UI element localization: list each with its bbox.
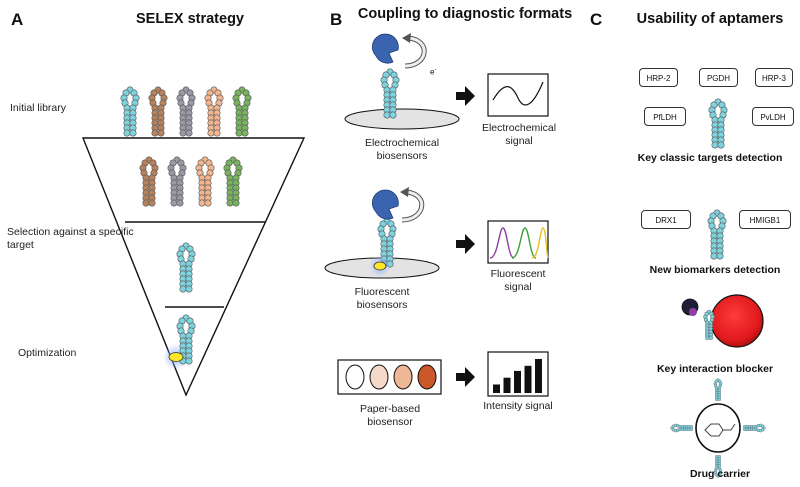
step-selection: Selection against a specific target [7, 226, 134, 251]
carrier-vesicle-icon [695, 403, 741, 453]
fluorescent-biosensors-label: Fluorescent biosensors [354, 286, 410, 311]
panel-a-letter: A [11, 10, 24, 29]
receptor-icon [371, 189, 399, 220]
panel-c-letter: C [590, 10, 603, 29]
classic-targets-caption: Key classic targets detection [637, 152, 783, 164]
new-biomarkers-caption: New biomarkers detection [649, 264, 781, 276]
intensity-bars [493, 359, 542, 393]
paper-based-biosensor-graphic [337, 359, 442, 395]
fluorescent-biosensor-graphic [324, 187, 440, 279]
intensity-bar [503, 377, 511, 393]
paper-spot [369, 364, 389, 390]
red-blood-cell-icon [710, 294, 764, 348]
drug-carrier-caption: Drug carrier [689, 468, 751, 480]
aptamer-brown-icon [148, 86, 168, 137]
aptamer-peach-icon [204, 86, 224, 137]
intensity-signal-box [487, 351, 549, 397]
initial-library-aptamers [120, 86, 252, 137]
panel-a-title: SELEX strategy [136, 11, 244, 27]
intensity-bar [535, 359, 542, 393]
selex-funnel [81, 137, 306, 397]
receptor-icon [371, 33, 399, 64]
target-hrp2: HRP-2 [639, 68, 678, 87]
drug-molecule-icon [704, 423, 736, 437]
fluorescent-signal-box [487, 220, 549, 264]
panel-b-letter: B [330, 10, 343, 29]
panel-b-title: Coupling to diagnostic formats [357, 6, 573, 22]
aptamer-teal-icon [120, 86, 140, 137]
electron-label: e- [430, 67, 437, 77]
electrochemical-signal-label: Electrochemical signal [481, 122, 557, 147]
target-hrp3: HRP-3 [755, 68, 793, 87]
fluorescent-signal-label: Fluorescent signal [490, 268, 546, 293]
aptamer-icon [708, 98, 728, 149]
aptamer-green-icon [232, 86, 252, 137]
electrochemical-biosensor-graphic [344, 33, 460, 130]
drug-carrier-graphic [670, 378, 766, 478]
aptamer-gray-icon [176, 86, 196, 137]
arrow-icon [456, 367, 475, 387]
target-pvldh: PvLDH [752, 107, 794, 126]
target-pfldh: PfLDH [644, 107, 686, 126]
electrochemical-signal-box [487, 73, 549, 117]
arrow-icon [456, 86, 475, 106]
paper-spot [393, 364, 413, 390]
target-drx1: DRX1 [641, 210, 691, 229]
target-pgdh: PGDH [699, 68, 738, 87]
intensity-signal-label: Intensity signal [483, 400, 553, 412]
intensity-bar [493, 384, 500, 393]
target-hmigb1: HMIGB1 [739, 210, 791, 229]
electrochemical-biosensors-label: Electrochemical biosensors [364, 137, 440, 162]
intensity-bar [524, 365, 532, 393]
interaction-blocker-graphic [681, 294, 764, 348]
optimized-aptamer [163, 314, 196, 370]
step-optimization: Optimization [18, 347, 77, 359]
step-initial-library: Initial library [10, 102, 67, 114]
intensity-bar [514, 370, 521, 393]
arrow-icon [456, 234, 475, 254]
interaction-blocker-caption: Key interaction blocker [656, 363, 774, 375]
paper-spot [417, 364, 437, 390]
paper-based-biosensor-label: Paper-based biosensor [359, 403, 421, 428]
paper-spot [345, 364, 365, 390]
aptamer-icon [707, 209, 727, 260]
panel-c-title: Usability of aptamers [636, 11, 784, 27]
